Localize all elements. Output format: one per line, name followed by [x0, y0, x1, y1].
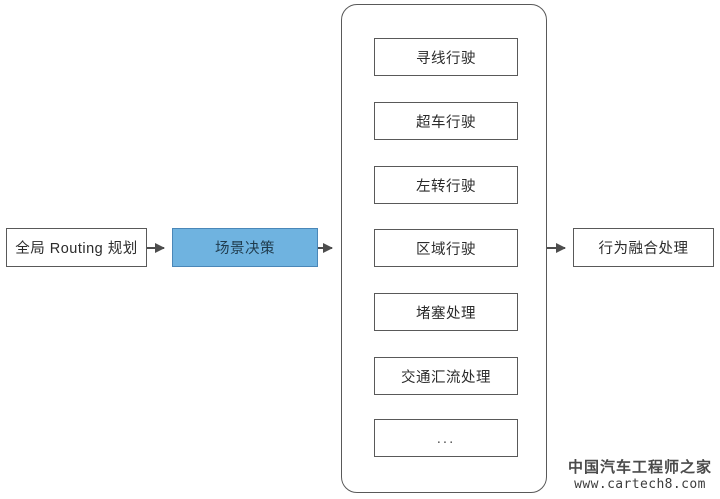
scenario-item-label: 寻线行驶: [416, 50, 476, 67]
scenario-item-zone-driving[interactable]: 区域行驶: [374, 229, 518, 267]
scenario-item-label: 交通汇流处理: [401, 369, 491, 386]
watermark: 中国汽车工程师之家 www.cartech8.com: [568, 458, 712, 493]
scenario-item-line-following[interactable]: 寻线行驶: [374, 38, 518, 76]
scenario-group-container: 寻线行驶 超车行驶 左转行驶 区域行驶 堵塞处理 交通汇流处理 ...: [341, 4, 547, 493]
scenario-item-more[interactable]: ...: [374, 419, 518, 457]
node-behavior-fusion-processing[interactable]: 行为融合处理: [573, 228, 714, 267]
node-scene-decision[interactable]: 场景决策: [172, 228, 318, 267]
scenario-item-label: 区域行驶: [416, 241, 476, 258]
node-global-routing-planning[interactable]: 全局 Routing 规划: [6, 228, 147, 267]
arrow-scene-decision-to-scenario-group: [318, 246, 332, 249]
scenario-item-overtaking[interactable]: 超车行驶: [374, 102, 518, 140]
scenario-item-left-turn[interactable]: 左转行驶: [374, 166, 518, 204]
arrow-routing-to-scene-decision: [147, 246, 164, 249]
scenario-item-label: 超车行驶: [416, 114, 476, 131]
arrow-scenario-group-to-behavior-fusion: [547, 246, 565, 249]
scenario-item-label: 左转行驶: [416, 178, 476, 195]
watermark-url: www.cartech8.com: [574, 476, 706, 492]
node-scene-decision-label: 场景决策: [215, 241, 275, 257]
watermark-title: 中国汽车工程师之家: [567, 458, 712, 476]
scenario-item-label: 堵塞处理: [416, 305, 476, 322]
scenario-item-traffic-merge-handling[interactable]: 交通汇流处理: [374, 357, 518, 395]
scenario-item-label: ...: [436, 429, 456, 447]
node-global-routing-planning-label: 全局 Routing 规划: [15, 241, 138, 257]
node-behavior-fusion-processing-label: 行为融合处理: [598, 241, 689, 257]
scenario-item-congestion-handling[interactable]: 堵塞处理: [374, 293, 518, 331]
